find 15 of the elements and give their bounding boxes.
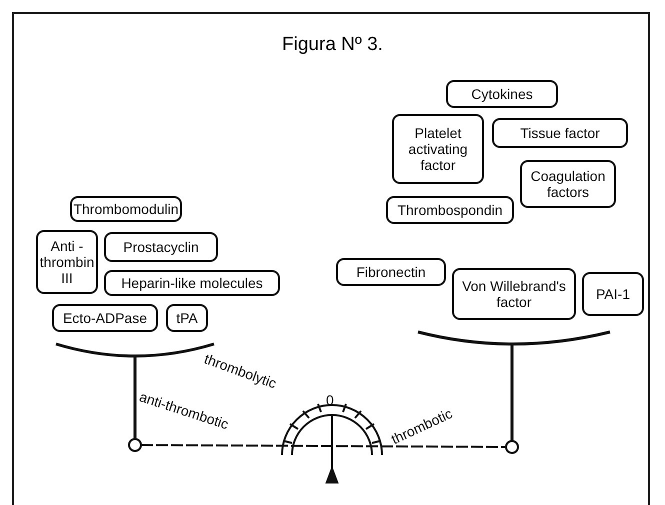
factor-tag: Ecto-ADPase xyxy=(52,304,158,332)
factor-tag: Platelet activating factor xyxy=(392,114,484,184)
factor-tag: Tissue factor xyxy=(492,118,628,148)
factor-tag: Heparin-like molecules xyxy=(104,270,280,296)
factor-tag: tPA xyxy=(166,304,208,332)
factor-tag: Von Willebrand's factor xyxy=(452,268,576,320)
factor-tag: Prostacyclin xyxy=(104,232,218,262)
factor-tag: Cytokines xyxy=(446,80,558,108)
factor-tag: Anti - thrombin III xyxy=(36,230,98,294)
factor-tag: Thrombomodulin xyxy=(70,196,182,222)
factor-tag: PAI-1 xyxy=(582,272,644,316)
factor-tag: Coagulation factors xyxy=(520,160,616,208)
factor-tag: Fibronectin xyxy=(336,258,446,286)
figure-title: Figura Nº 3. xyxy=(281,34,384,56)
factor-tag: Thrombospondin xyxy=(386,196,514,224)
